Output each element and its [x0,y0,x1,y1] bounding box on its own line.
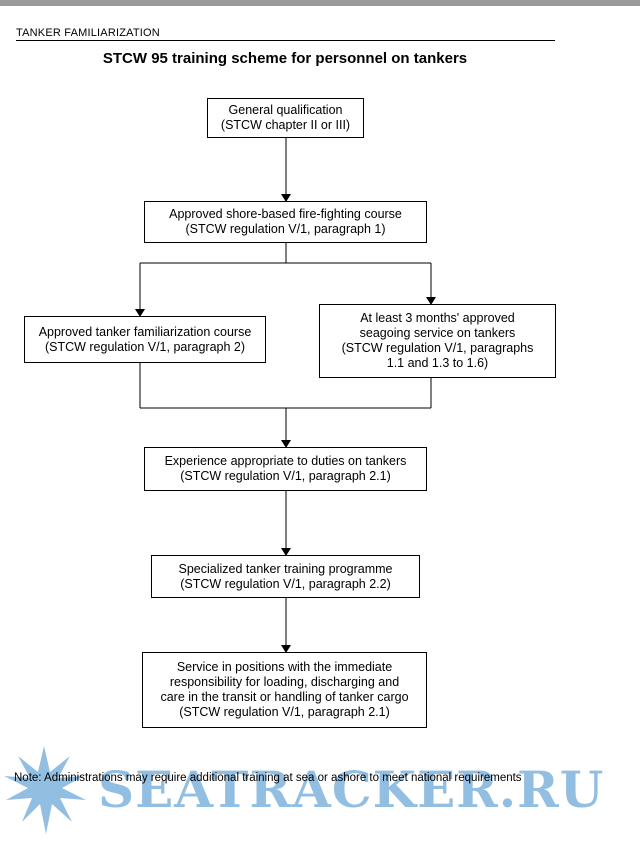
box-familiarization-course: Approved tanker familiarization course (… [24,316,266,363]
diagram-title: STCW 95 training scheme for personnel on… [102,50,468,67]
header-rule [16,40,555,41]
box-experience-duties: Experience appropriate to duties on tank… [144,447,427,491]
watermark-logo [4,746,86,834]
split-connector [140,243,287,264]
watermark-text: SEATRACKER.RU [98,760,605,819]
top-bar [0,0,640,6]
watermark-star-icon [4,746,86,834]
footnote: Note: Administrations may require additi… [14,772,522,784]
box-fire-fighting-course: Approved shore-based fire-fighting cours… [144,201,427,243]
box-general-qualification: General qualification (STCW chapter II o… [207,98,364,138]
box-specialized-training: Specialized tanker training programme (S… [151,555,420,598]
box-seagoing-service: At least 3 months' approved seagoing ser… [319,304,556,378]
section-header: TANKER FAMILIARIZATION [16,27,160,39]
box-service-positions: Service in positions with the immediate … [142,652,427,728]
